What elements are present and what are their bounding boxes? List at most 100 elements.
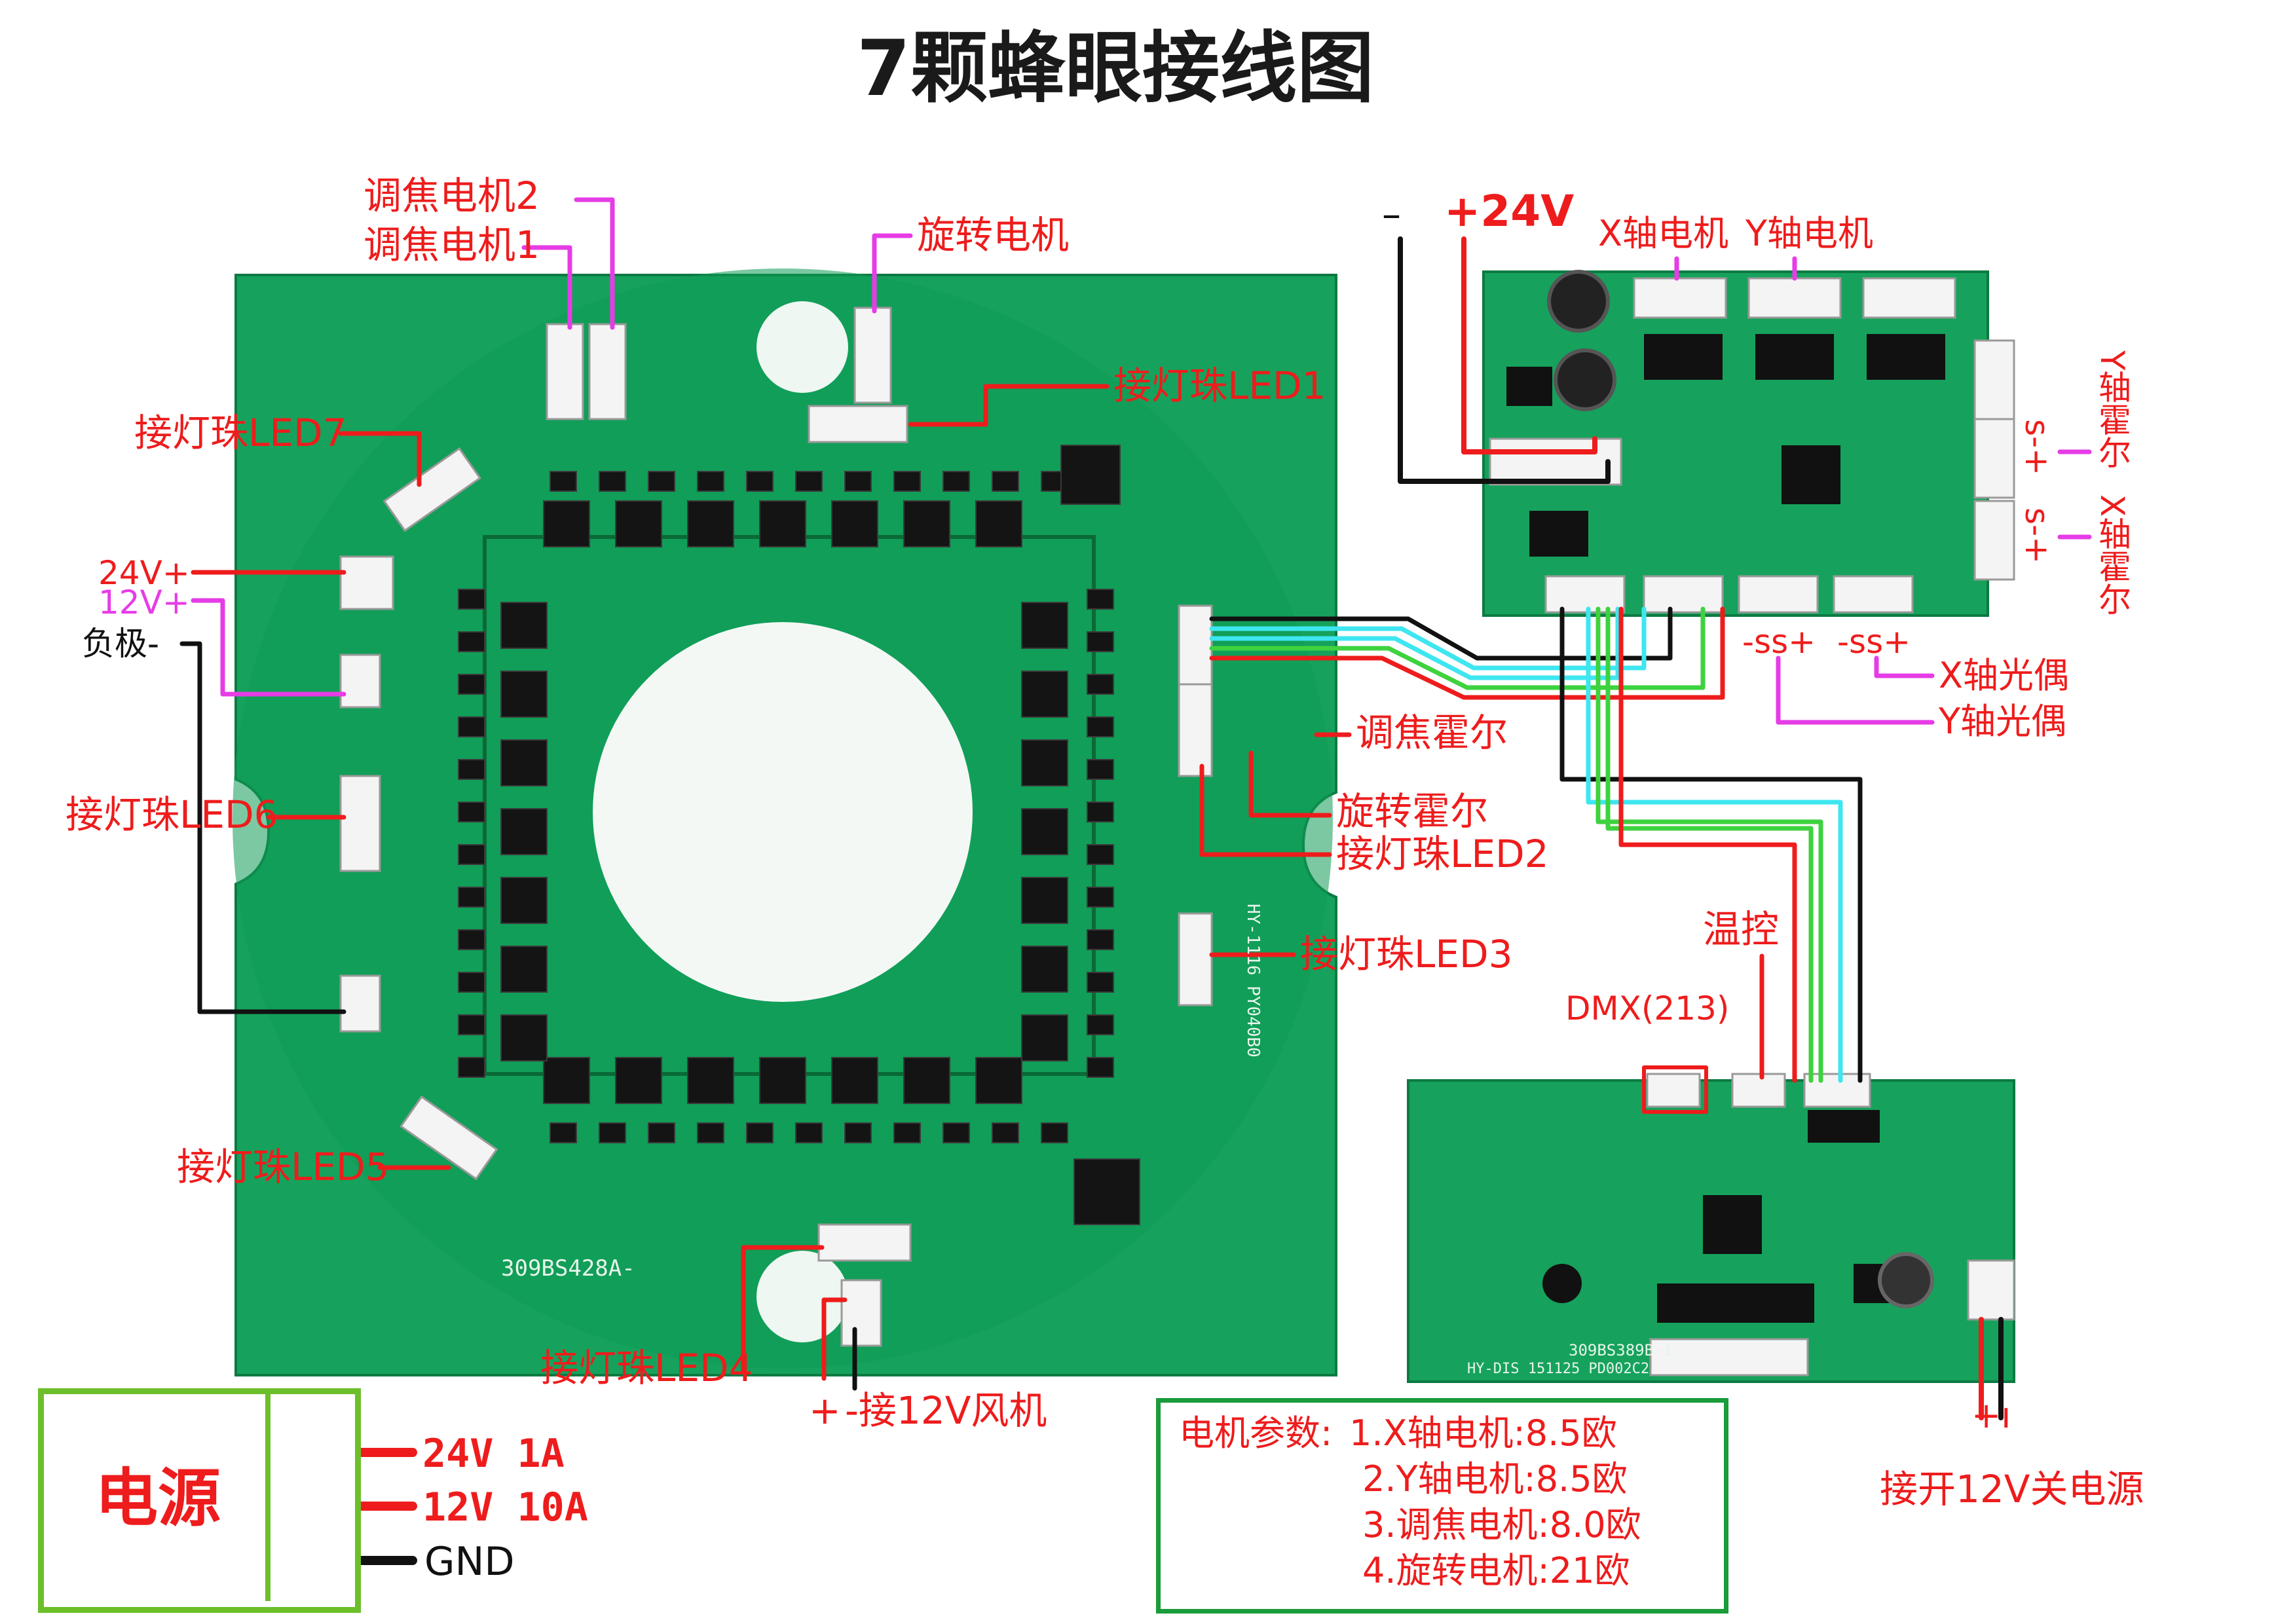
label-x-motor: X轴电机 [1598,213,1728,254]
smd-row-top [844,471,872,492]
smd-col-right [1087,887,1114,908]
smd-row-top [942,471,970,492]
smd-row-top [550,471,577,492]
motor-param-line-4: 4.旋转电机:21欧 [1362,1550,1630,1591]
wire-fan-plus [821,1297,848,1381]
smd-col-left [458,1014,485,1035]
label-led4: 接灯珠LED4 [540,1346,753,1390]
motor-y-connector [1747,277,1842,319]
label-fan: -接12V风机 [845,1388,1047,1433]
led-driver-bottom [759,1057,806,1104]
led-driver-top [759,500,806,547]
label-power-minus: – [1382,192,1401,236]
psu-output-12v: 12V 10A [422,1485,588,1530]
smd-col-right [1087,972,1114,993]
label-focus-hall: 调焦霍尔 [1356,710,1508,755]
smd-row-bottom [844,1122,872,1143]
smd-col-left [458,929,485,950]
smd-col-left [458,716,485,737]
bus-green-2 [1595,606,1823,1083]
led-driver-left [500,602,548,649]
led-driver-right [1021,602,1068,649]
y-hall-connector-b [1973,418,2015,499]
led-driver-bottom [975,1057,1022,1104]
led-driver-left [500,739,548,786]
silk-dmx-board: 309BS389B-1 [1569,1341,1673,1359]
motor-param-line-3: 3.调焦电机:8.0欧 [1362,1504,1641,1545]
label-focus-motor2: 调焦电机2 [364,174,540,218]
smd-col-right [1087,802,1114,822]
connector-fan [840,1279,882,1347]
silk-main-board-side: HY-1116 PY040B0 [1243,904,1263,1058]
label-power-24v: +24V [1444,186,1575,236]
label-led2: 接灯珠LED2 [1336,832,1549,876]
label-s-pm-x: s-+ [2018,507,2056,564]
connector-led6 [339,775,381,872]
temp-connector [1731,1073,1786,1108]
label-y-motor: Y轴电机 [1745,213,1873,254]
led-driver-left [500,877,548,924]
smd-row-bottom [893,1122,921,1143]
label-s-pm-y: s-+ [2018,419,2056,475]
connector-hall-top [1178,604,1213,699]
label-x-opto: X轴光偶 [1939,655,2069,696]
label-rotate-hall: 旋转霍尔 [1336,789,1489,834]
label-rotate-motor: 旋转电机 [917,213,1070,257]
wire-led2 [1199,764,1332,857]
connector-m1 [546,323,584,420]
connector-gnd [339,974,381,1033]
led-driver-right [1021,671,1068,718]
led-driver-right [1021,739,1068,786]
led-driver-left [500,1014,548,1061]
connector-led4 [817,1223,912,1262]
led-driver-top [687,500,734,547]
label-dmx: DMX(213) [1565,989,1730,1027]
wire-focus-motor2 [574,197,615,330]
smd-col-right [1087,716,1114,737]
led-driver-top [615,500,662,547]
label-fan-plus: + [809,1388,841,1433]
power-supply-divider [265,1392,271,1601]
led-driver-left [500,671,548,718]
led-driver-bottom [903,1057,950,1104]
main-board-chip-rows [458,445,1140,1225]
smd-col-left [458,887,485,908]
smd-col-left [458,1057,485,1078]
smd-row-bottom [648,1122,675,1143]
power-supply-name: 电源 [95,1462,221,1535]
smd-row-top [697,471,724,492]
label-y-hall: Y轴霍尔 [2093,350,2131,469]
led-driver-right [1021,808,1068,855]
led-driver-top [543,500,590,547]
label-y-opto: Y轴光偶 [1939,701,2066,742]
smd-col-left [458,972,485,993]
psu-output-gnd: GND [424,1539,515,1585]
connector-led2 [1178,683,1213,777]
smd-row-top [746,471,774,492]
wire-y-opto [1776,655,1935,725]
main-led-board [233,268,1337,1376]
label-ss-1: -ss+ [1742,623,1816,661]
smd-row-top [992,471,1019,492]
label-ss-2: -ss+ [1837,623,1911,661]
silk-dmx-board-2: HY-DIS 151125 PD002C2 [1467,1361,1650,1377]
bus-black-1 [1209,606,1673,661]
motor-param-line-1: 1.X轴电机:8.5欧 [1349,1412,1617,1454]
smd-row-top [795,471,823,492]
wire-rotate-motor [872,233,913,314]
smd-row-top [893,471,921,492]
bottom-connector-2 [1643,575,1724,614]
wire-rotate-hall [1248,750,1332,818]
label-focus-motor1: 调焦电机1 [364,223,540,267]
label-led6: 接灯珠LED6 [65,792,278,837]
psu-output-24v: 24V 1A [422,1431,565,1477]
motor-z-connector [1862,277,1956,319]
smd-row-bottom [697,1122,724,1143]
smd-col-right [1087,759,1114,780]
smd-col-right [1087,844,1114,865]
led-driver-left [500,808,548,855]
bus-green-1 [1209,606,1706,690]
wire-led1 [908,384,1110,427]
